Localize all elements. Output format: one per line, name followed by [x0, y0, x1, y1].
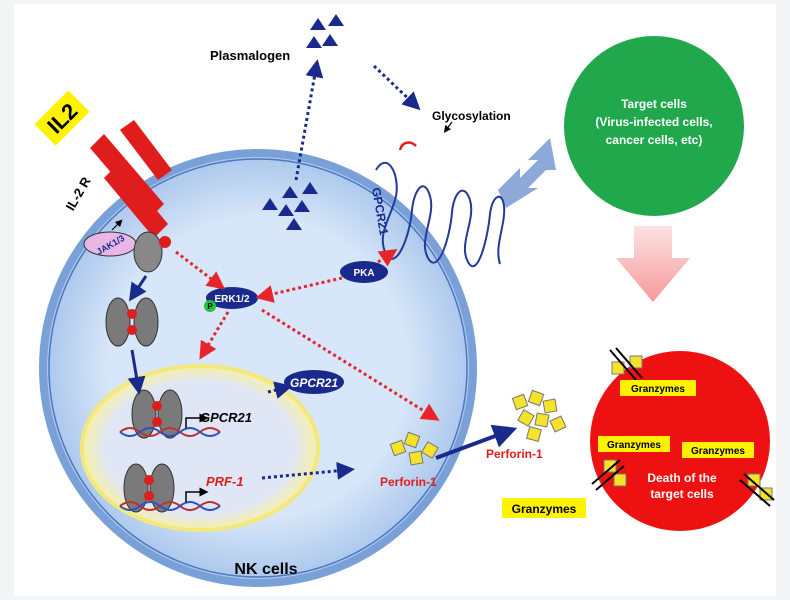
granzymes-label-1: Granzymes	[631, 384, 685, 395]
stat5-dimer-prf1-promoter	[123, 463, 175, 513]
nk-cells-label: NK cells	[234, 561, 297, 578]
il2-receptor	[90, 120, 172, 238]
granzymes-box-outside	[502, 498, 586, 518]
perforin-inside-label: Perforin-1	[380, 475, 437, 489]
il2-ligand	[34, 90, 90, 146]
erk-phosphate	[204, 300, 216, 312]
dna-prf1	[119, 501, 221, 511]
pka-protein	[340, 261, 388, 283]
gpcr21-protein-label: GPCR21	[290, 376, 338, 390]
glycosylation-label: Glycosylation	[432, 109, 511, 123]
erk-label: ERK1/2	[214, 294, 249, 305]
granzymes-label-3: Granzymes	[691, 446, 745, 457]
gpcr21-gene-label: GPCR21	[200, 410, 252, 425]
perforin-outside-label: Perforin-1	[486, 447, 543, 461]
interaction-double-arrow	[498, 138, 556, 208]
target-subtitle-2: cancer cells, etc)	[606, 133, 703, 147]
red-dotted-arrows	[175, 249, 440, 421]
stat5-dimer	[105, 297, 159, 347]
erk-phospho-label: P	[207, 302, 213, 311]
granzymes-box-1	[620, 380, 696, 396]
death-label-1: Death of the	[647, 471, 717, 485]
granzymes-outside-label: Granzymes	[512, 502, 577, 516]
blue-solid-arrows	[127, 275, 518, 460]
stat5-monomer	[133, 231, 171, 273]
target-subtitle-1: (Virus-infected cells,	[595, 115, 712, 129]
death-label-2: target cells	[650, 487, 714, 501]
gpcr21-receptor	[375, 141, 506, 268]
perforin-pores	[591, 347, 775, 507]
pink-down-arrow	[616, 226, 690, 302]
granzymes-box-3	[682, 442, 754, 458]
plasmalogen-molecules-membrane	[262, 182, 318, 230]
gpcr21-protein	[284, 370, 344, 394]
dna-gpcr21	[119, 427, 221, 437]
il2r-label: IL-2 R	[63, 174, 94, 213]
plasmalogen-molecules-top	[306, 14, 344, 48]
granzymes-label-2: Granzymes	[607, 440, 661, 451]
blue-dotted-arrows	[261, 59, 421, 480]
target-cell	[564, 36, 744, 216]
plasmalogen-label: Plasmalogen	[210, 48, 290, 63]
erk-protein	[206, 287, 258, 309]
granzymes-box-2	[598, 436, 670, 452]
target-title: Target cells	[621, 97, 687, 111]
prf1-gene-label: PRF-1	[206, 474, 244, 489]
perforin-granules-outside	[511, 389, 567, 442]
stat5-dimer-gpcr21-promoter	[131, 389, 183, 439]
pka-label: PKA	[353, 268, 374, 279]
perforin-granules-inside	[389, 431, 439, 466]
